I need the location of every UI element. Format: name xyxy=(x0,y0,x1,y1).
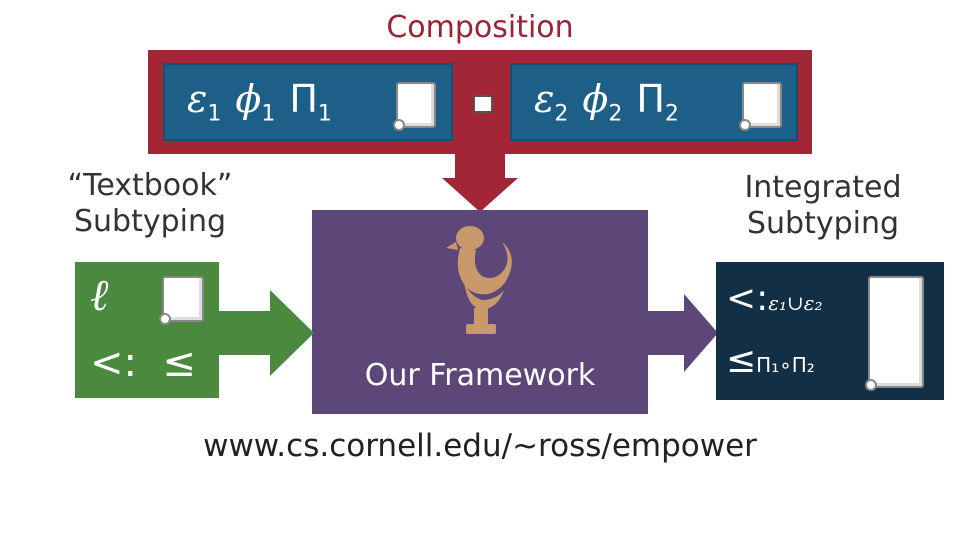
effect-symbol: ε2 xyxy=(534,77,569,127)
right-arrow-stem xyxy=(646,311,686,355)
subtype-operator: <:ε₁∪ε₂ xyxy=(726,278,823,319)
scroll-icon xyxy=(393,82,436,131)
down-arrow-icon xyxy=(442,178,518,212)
effect-symbol: ε1 xyxy=(187,77,222,127)
scroll-icon xyxy=(865,276,924,391)
pi-symbol: Π1 xyxy=(289,77,332,127)
textbook-subtyping-label: “Textbook” Subtyping xyxy=(67,168,233,239)
project-url[interactable]: www.cs.cornell.edu/~ross/empower xyxy=(203,428,757,464)
pi-symbol: Π2 xyxy=(636,77,679,127)
order-operator: ≤Π₁∘Π₂ xyxy=(726,340,815,381)
right-arrow-icon xyxy=(270,290,314,376)
scroll-icon xyxy=(739,82,782,131)
ell-symbol: ℓ xyxy=(90,270,109,321)
subtyping-operators: <: ≤ xyxy=(90,340,196,386)
down-arrow-stem xyxy=(455,150,505,180)
integrated-subtyping-label: Integrated Subtyping xyxy=(744,170,902,241)
right-arrow-icon xyxy=(684,294,718,372)
phi-symbol: ϕ1 xyxy=(235,77,276,127)
rooster-icon xyxy=(446,226,512,334)
compose-operator-icon xyxy=(473,95,493,113)
right-arrow-stem xyxy=(218,311,272,355)
scroll-icon xyxy=(159,276,204,325)
composition-title: Composition xyxy=(386,10,574,45)
framework-label: Our Framework xyxy=(364,358,596,393)
phi-symbol: ϕ2 xyxy=(582,77,623,127)
